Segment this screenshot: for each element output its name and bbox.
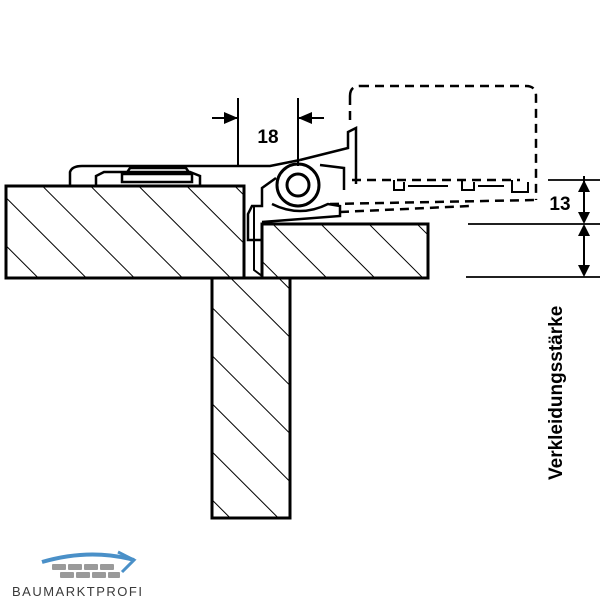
- cabinet-fittings: [393, 180, 529, 193]
- cladding-thickness-label: Verkleidungsstärke: [546, 306, 567, 480]
- dimension-13-label: 13: [549, 194, 570, 215]
- dimension-18: 18: [212, 98, 324, 166]
- dimension-18-label: 18: [257, 127, 278, 148]
- hinge-arm: [299, 125, 358, 190]
- cabinet-outline-dashed: [329, 84, 538, 214]
- brand-name: BAUMARKTPROFI: [12, 584, 143, 599]
- hinge-leaf-left: [68, 158, 301, 186]
- logo-bricks-icon: [52, 564, 120, 578]
- door-board: [4, 184, 246, 280]
- brand-logo: BAUMARKTPROFI: [12, 550, 143, 599]
- dimension-cladding-thickness: Verkleidungsstärke: [546, 224, 590, 480]
- hinge-knuckle: [243, 162, 342, 277]
- dimension-13: 13: [466, 176, 600, 278]
- cladding-board: [260, 222, 430, 280]
- logo-roof-icon: [41, 550, 137, 574]
- frame-post: [210, 276, 292, 520]
